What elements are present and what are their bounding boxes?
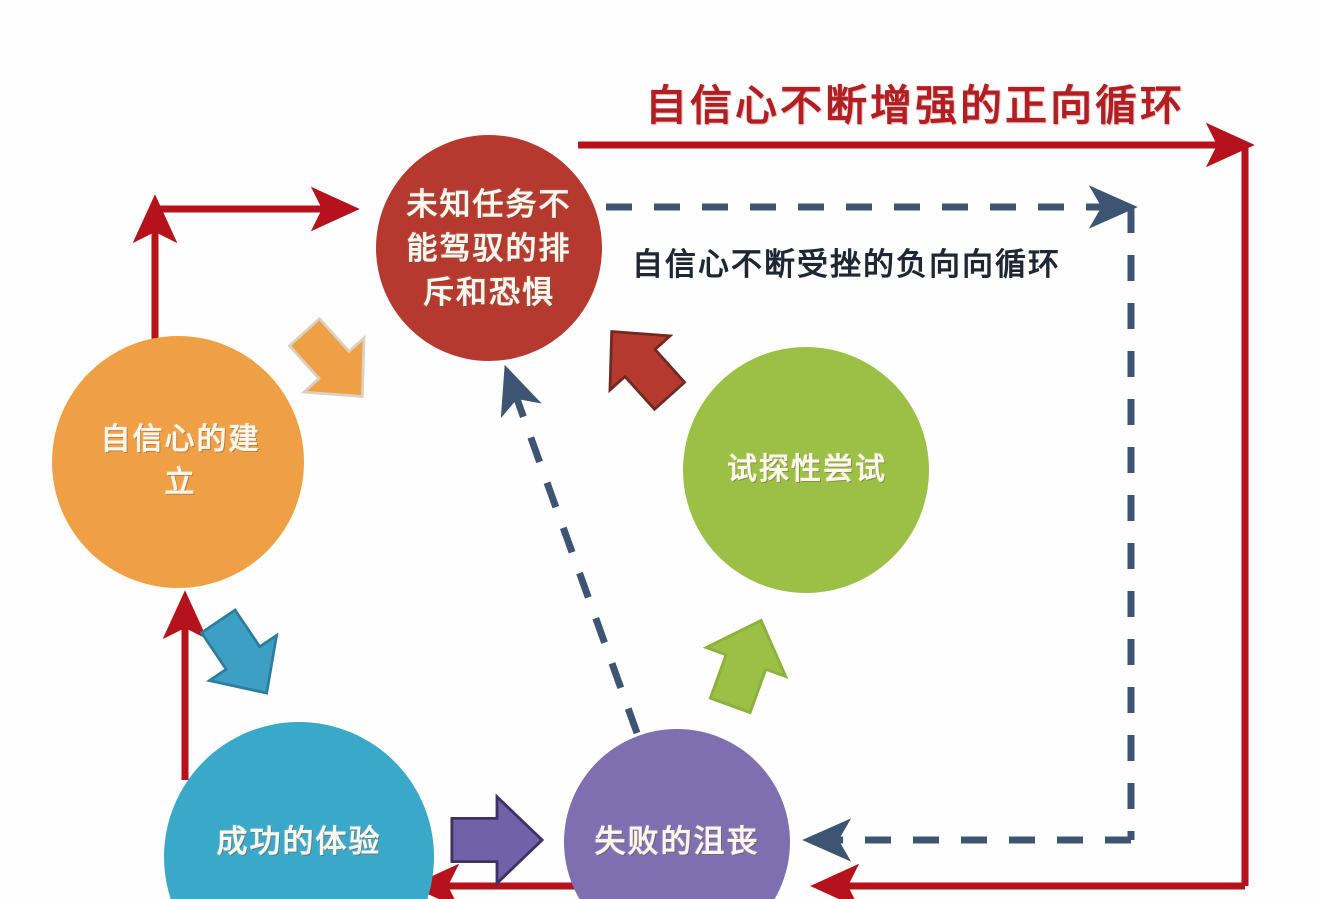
- arrow-failure-to-success: [450, 793, 545, 887]
- arrow-attempt-to-failure: [702, 618, 789, 715]
- arrow-success-to-confidence: [199, 608, 279, 695]
- arrow-confidence-to-fear: [287, 316, 366, 398]
- node-attempt[interactable]: [683, 347, 929, 593]
- negative-cycle-title: 自信心不断受挫的负向向循环: [632, 247, 1061, 282]
- node-fear[interactable]: [376, 135, 602, 361]
- positive-cycle-title: 自信心不断增强的正向循环: [645, 82, 1186, 129]
- node-failure[interactable]: [564, 729, 790, 899]
- flow-negative-failure-to-fear: [500, 364, 641, 735]
- arrow-fear-to-attempt: [608, 330, 687, 412]
- flow-negative-outer-loop: [606, 185, 1138, 862]
- node-confidence[interactable]: [52, 336, 304, 588]
- node-success[interactable]: [164, 722, 434, 899]
- flow-positive-left-loop: [132, 186, 360, 340]
